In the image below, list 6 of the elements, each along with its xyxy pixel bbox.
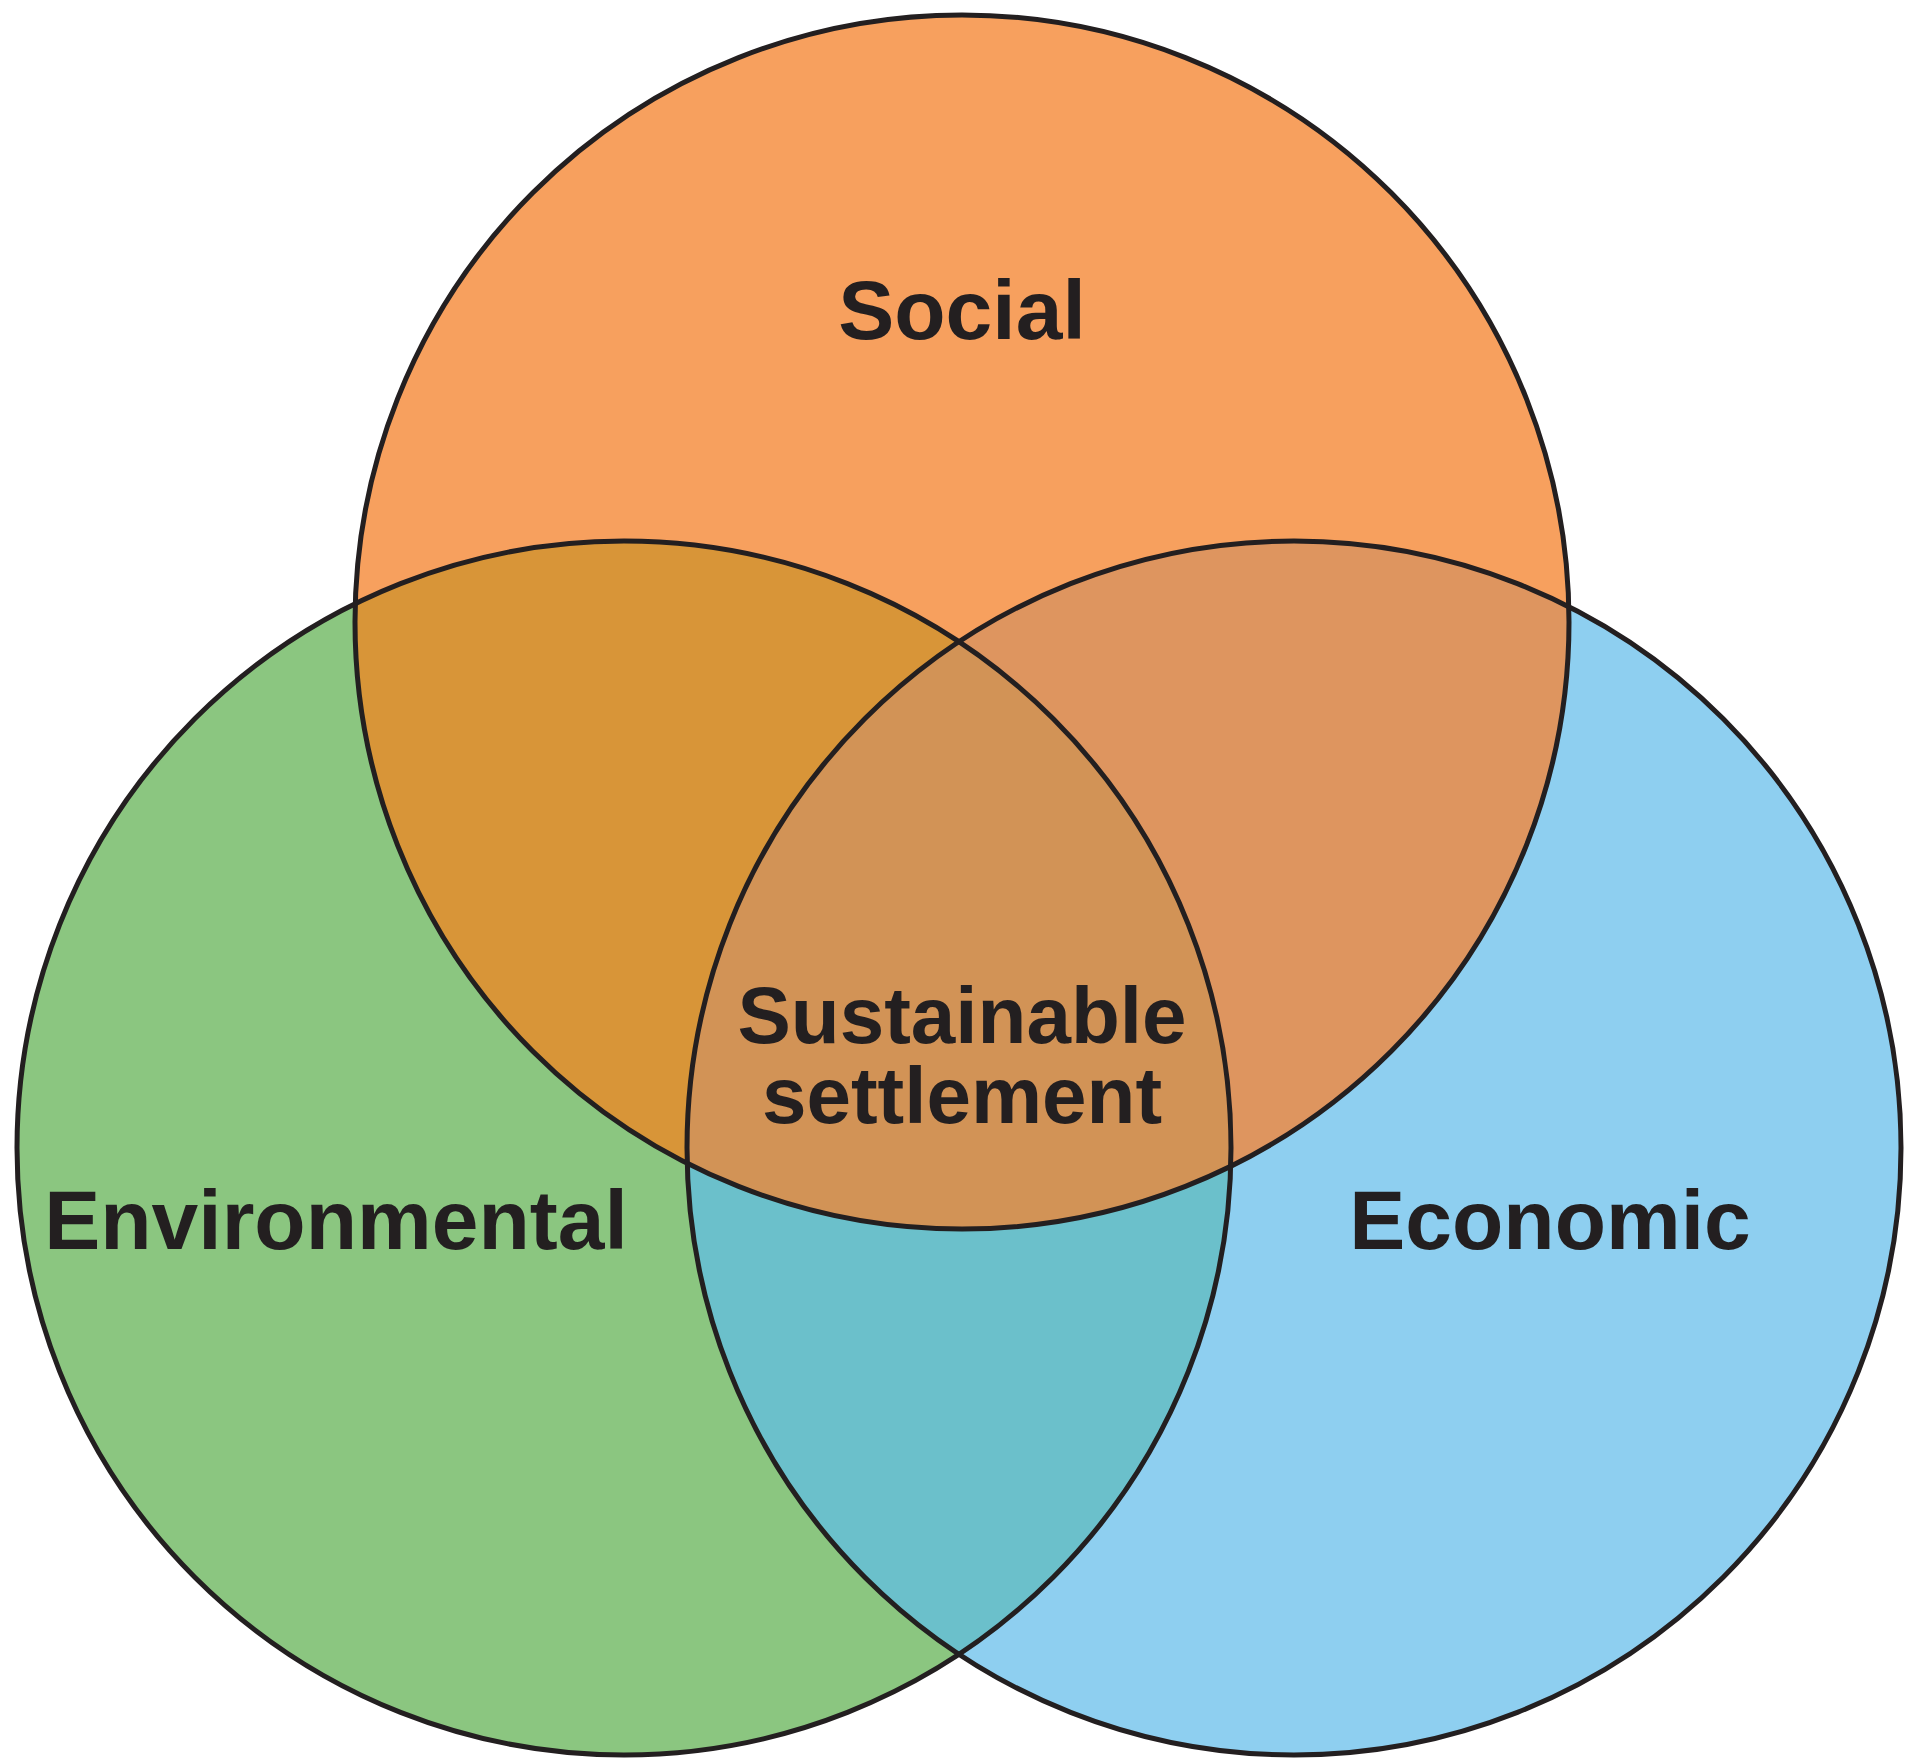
venn-circle [13, 537, 1235, 1758]
intersection-label: Sustainable settlement [736, 976, 1188, 1136]
circle-label: Environmental [44, 1178, 628, 1262]
circle-label: Economic [1349, 1178, 1751, 1262]
circle-label: Social [838, 268, 1086, 352]
venn-circle [683, 537, 1905, 1758]
